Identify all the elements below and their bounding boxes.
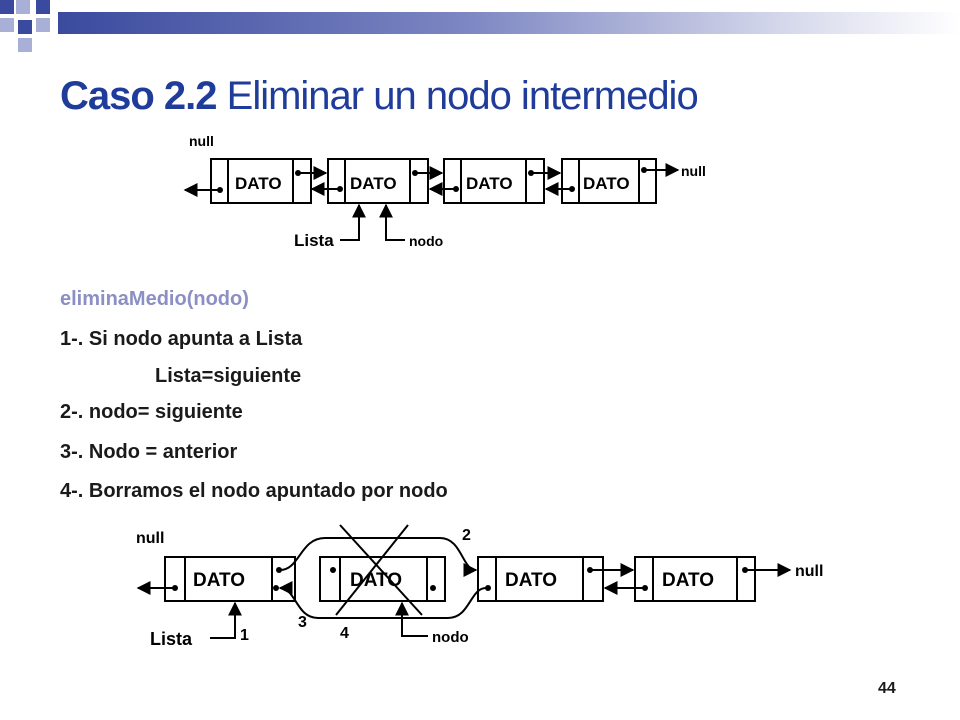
step-number: 1 — [240, 627, 249, 644]
deco-square — [18, 38, 32, 52]
title-text: Eliminar un nodo intermedio — [216, 74, 699, 118]
null-label-left: null — [189, 133, 214, 149]
null-label-right: null — [795, 563, 823, 580]
step-number: 2 — [462, 527, 471, 544]
node-data-label: DATO — [466, 174, 513, 193]
node-data-label: DATO — [235, 174, 282, 193]
node-data-label: DATO — [505, 570, 557, 591]
title-case-number: Caso 2.2 — [60, 74, 218, 118]
null-label-right: null — [681, 163, 706, 179]
step-line: 3-. Nodo = anterior — [60, 441, 238, 463]
node-data-label: DATO — [193, 570, 245, 591]
deco-square — [18, 20, 32, 34]
deco-square — [36, 0, 50, 14]
slide-number: 44 — [878, 680, 896, 697]
deleted-node-data-label: DATO — [350, 570, 402, 591]
node-data-label: DATO — [350, 174, 397, 193]
lista-pointer-label: Lista — [150, 629, 193, 649]
node-data-label: DATO — [662, 570, 714, 591]
nodo-pointer-label: nodo — [409, 233, 443, 249]
step-line: 2-. nodo= siguiente — [60, 401, 243, 423]
step-number: 4 — [340, 625, 349, 642]
deco-square — [36, 18, 50, 32]
step-line: 4-. Borramos el nodo apuntado por nodo — [60, 480, 448, 502]
step-number: 3 — [298, 614, 307, 631]
step-line: 1-. Si nodo apunta a Lista — [60, 328, 303, 350]
lista-pointer-label: Lista — [294, 231, 334, 250]
node-data-label: DATO — [583, 174, 630, 193]
deco-square — [16, 0, 30, 14]
deco-square — [0, 18, 14, 32]
deco-square — [0, 0, 14, 14]
function-signature: eliminaMedio(nodo) — [60, 288, 249, 310]
slide-title: Caso 2.2 Eliminar un nodo intermedio — [60, 74, 699, 119]
header-gradient-bar — [58, 12, 960, 34]
step-line: Lista=siguiente — [155, 365, 302, 387]
null-label-left: null — [136, 530, 164, 547]
nodo-pointer-label: nodo — [432, 629, 469, 646]
